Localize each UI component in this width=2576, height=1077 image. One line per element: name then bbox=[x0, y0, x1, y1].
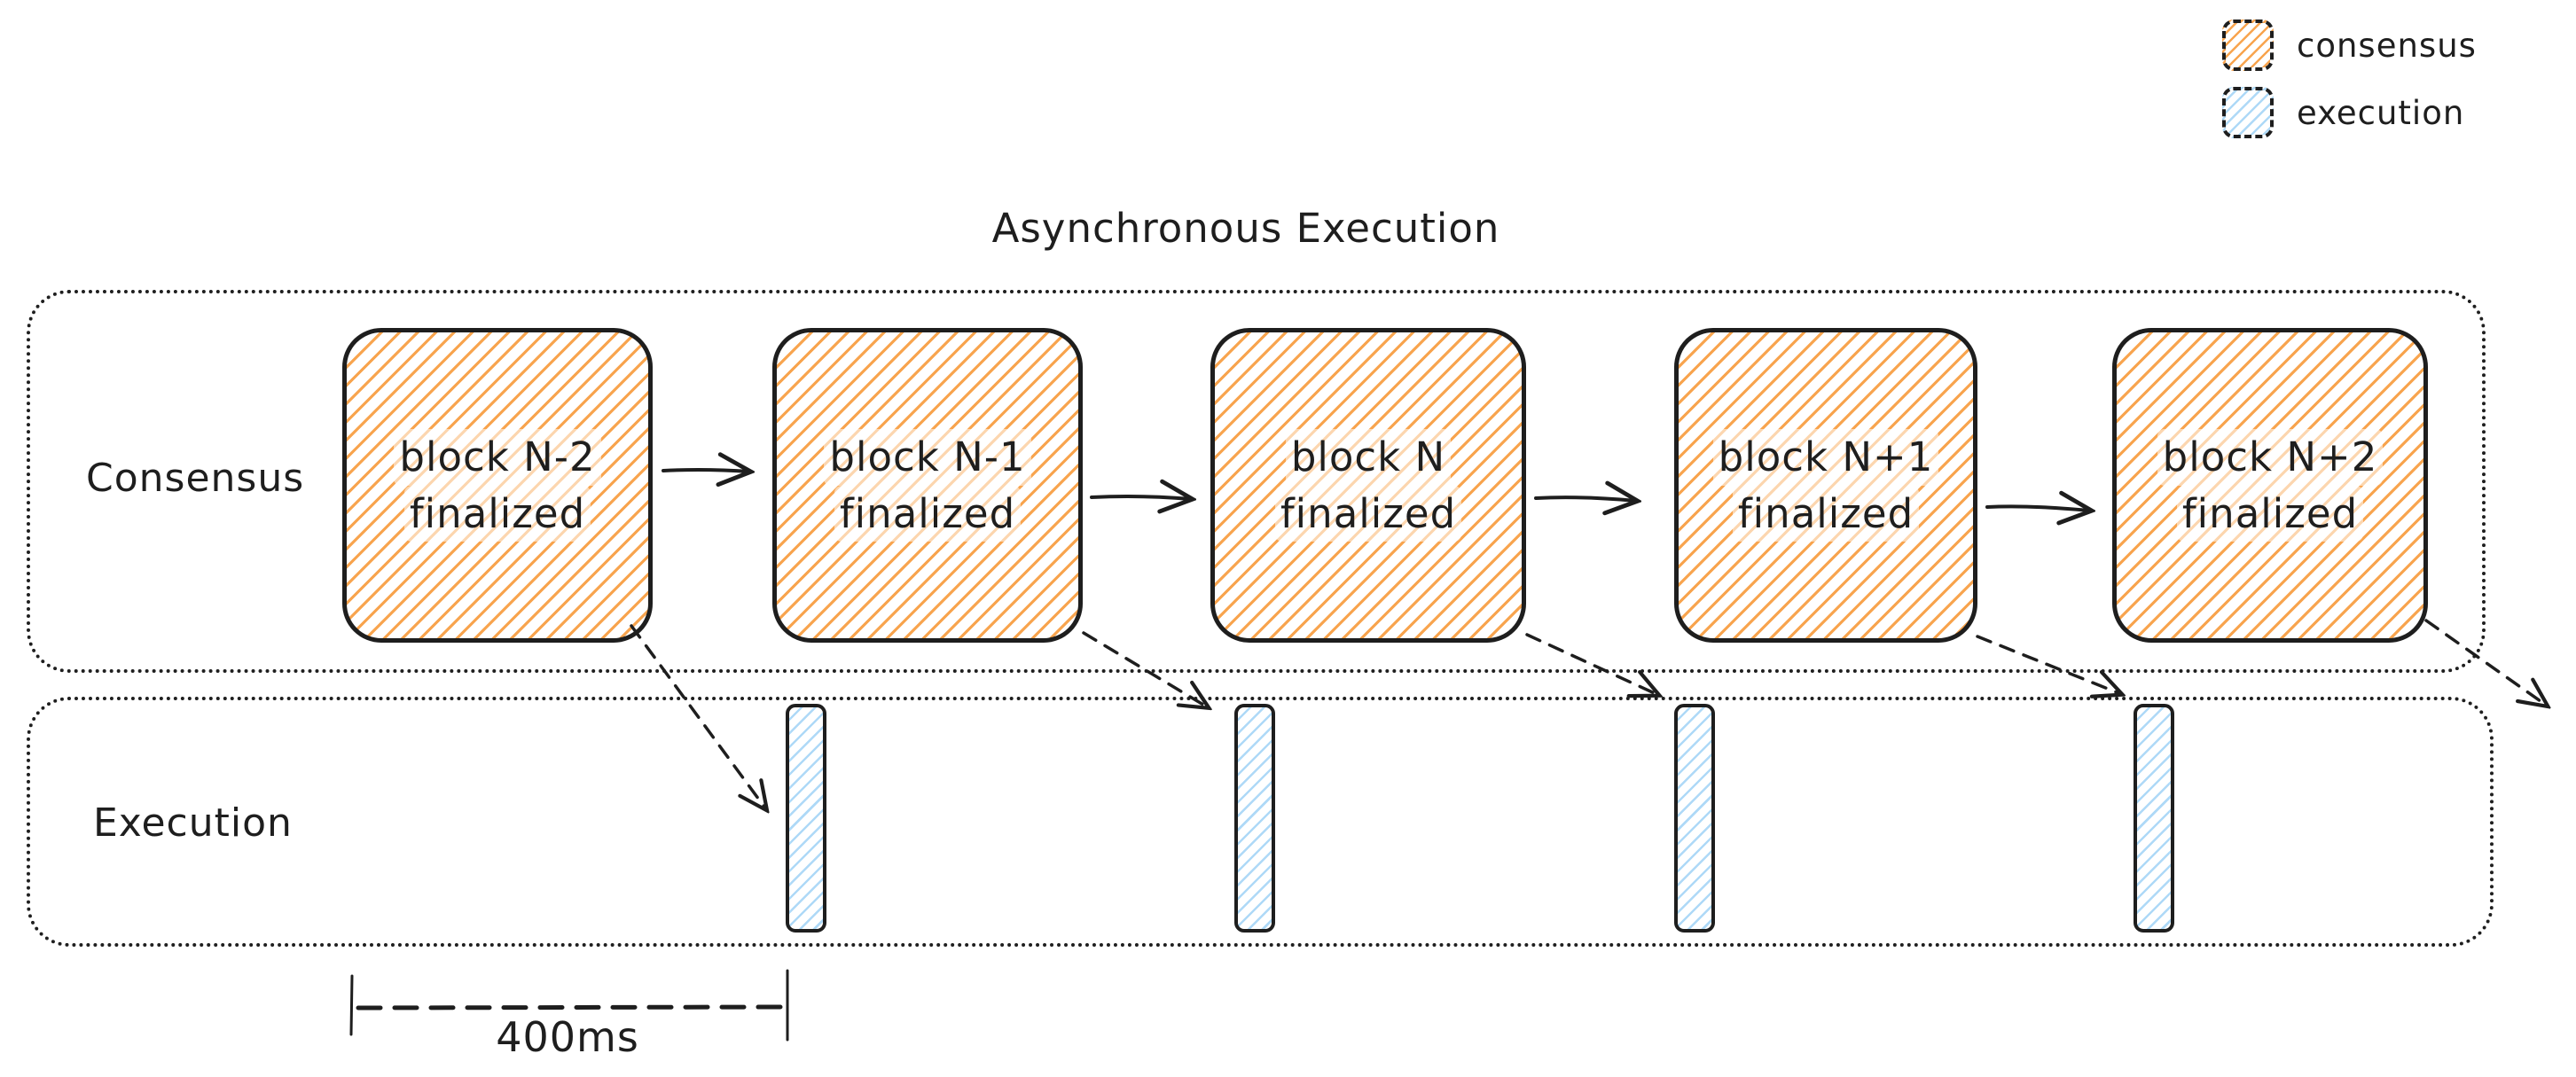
execution-swatch-icon bbox=[2222, 87, 2274, 138]
block-label-line1: block N+2 bbox=[2157, 428, 2384, 486]
legend-item-execution: execution bbox=[2222, 87, 2477, 138]
consensus-block-n: block N finalized bbox=[1210, 328, 1526, 643]
consensus-block-n-plus-2: block N+2 finalized bbox=[2112, 328, 2428, 643]
block-label-line1: block N bbox=[1285, 428, 1452, 486]
consensus-lane-label: Consensus bbox=[86, 456, 305, 501]
legend-label-execution: execution bbox=[2297, 93, 2465, 132]
duration-label: 400ms bbox=[496, 1013, 639, 1061]
legend-item-consensus: consensus bbox=[2222, 20, 2477, 71]
consensus-lane-container bbox=[27, 290, 2486, 673]
consensus-swatch-icon bbox=[2222, 20, 2274, 71]
consensus-block-n-plus-1: block N+1 finalized bbox=[1674, 328, 1977, 643]
block-label-line1: block N-2 bbox=[394, 428, 601, 486]
block-label-line2: finalized bbox=[2176, 485, 2364, 542]
block-label-line1: block N-1 bbox=[824, 428, 1031, 486]
execution-bar-3 bbox=[1674, 704, 1715, 933]
block-label-line2: finalized bbox=[834, 485, 1022, 542]
execution-bar-4 bbox=[2134, 704, 2174, 933]
diagram-title: Asynchronous Execution bbox=[991, 205, 1500, 252]
consensus-block-n-minus-2: block N-2 finalized bbox=[342, 328, 653, 643]
execution-bar-2 bbox=[1234, 704, 1275, 933]
ruler-dashed-line bbox=[356, 1004, 783, 1011]
execution-bar-1 bbox=[786, 704, 826, 933]
legend: consensus execution bbox=[2222, 20, 2477, 138]
ruler-tick-left bbox=[349, 974, 354, 1036]
block-label-line2: finalized bbox=[1274, 485, 1462, 542]
execution-lane-label: Execution bbox=[93, 800, 293, 846]
execution-lane-container bbox=[27, 697, 2494, 947]
consensus-block-n-minus-1: block N-1 finalized bbox=[772, 328, 1083, 643]
block-label-line2: finalized bbox=[1732, 485, 1920, 542]
legend-label-consensus: consensus bbox=[2297, 26, 2477, 65]
block-label-line1: block N+1 bbox=[1712, 428, 1939, 486]
block-label-line2: finalized bbox=[403, 485, 591, 542]
